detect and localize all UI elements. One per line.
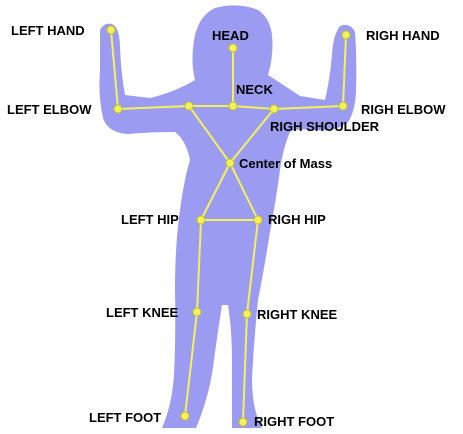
neck-joint [229,102,237,110]
left-foot-joint [181,412,189,420]
right-hand-label: RIGH HAND [366,28,440,43]
right-foot-label: RIGHT FOOT [254,414,334,429]
left-knee-label: LEFT KNEE [106,305,179,320]
left-elbow-joint [114,105,122,113]
right-knee-joint [243,310,251,318]
left-hip-label: LEFT HIP [121,212,179,227]
right-hand-joint [342,31,350,39]
right-hip-label: RIGH HIP [268,212,326,227]
right-shoulder-label: RIGH SHOULDER [270,119,380,134]
center-of-mass-label: Center of Mass [239,156,332,171]
head-joint [229,44,237,52]
left-hand-label: LEFT HAND [11,23,85,38]
right-foot-joint [239,418,247,426]
left-foot-label: LEFT FOOT [89,410,161,425]
neck-label: NECK [236,82,273,97]
right-elbow-label: RIGH ELBOW [361,102,446,117]
left-elbow-label: LEFT ELBOW [7,102,92,117]
right-knee-label: RIGHT KNEE [257,307,338,322]
left-hip-joint [197,216,205,224]
right-shoulder-joint [270,105,278,113]
left-knee-joint [193,308,201,316]
left-shoulder-joint [185,102,193,110]
head-label: HEAD [212,28,249,43]
center-of-mass-joint [226,159,234,167]
left-hand-joint [107,26,115,34]
right-hip-joint [254,216,262,224]
right-elbow-joint [339,102,347,110]
